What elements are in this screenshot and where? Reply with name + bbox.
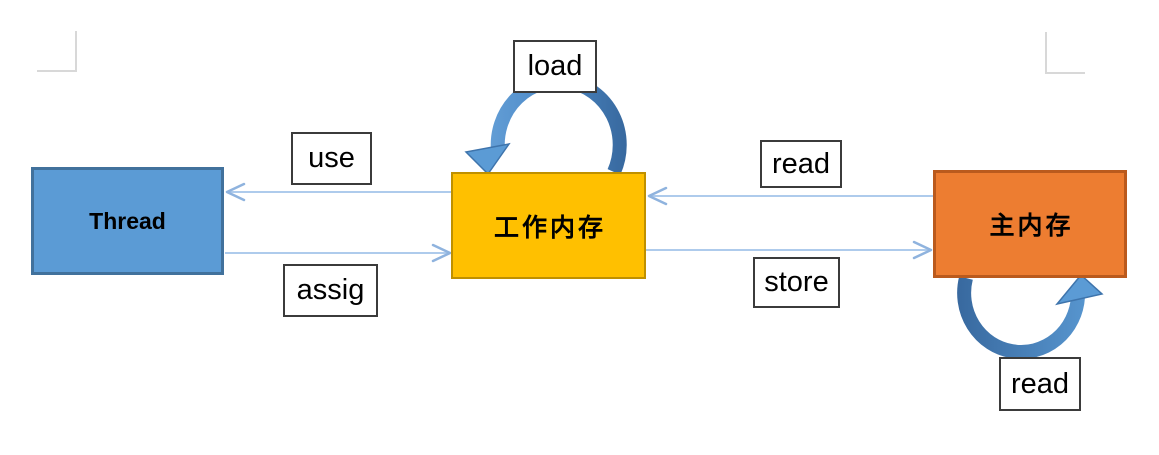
read-arrowhead-icon <box>647 186 668 206</box>
edge-label-store-text: store <box>764 266 829 298</box>
use-arrow <box>225 182 451 202</box>
edge-label-read-top-text: read <box>771 147 831 180</box>
edge-label-load-text: load <box>527 50 583 82</box>
node-thread: Thread <box>31 167 224 275</box>
edge-label-use-text: use <box>308 142 355 174</box>
read-arc-arrowhead-icon <box>1055 273 1104 306</box>
load-arc-arrow <box>464 73 627 176</box>
node-working-memory-label: 工作内存 <box>493 213 606 242</box>
edge-label-read-top: read <box>760 140 842 188</box>
page-corner-mark-top-right <box>1045 32 1085 74</box>
load-arc-arrowhead-icon <box>464 142 511 176</box>
node-thread-label: Thread <box>89 207 166 234</box>
node-working-memory: 工作内存 <box>451 172 646 279</box>
edge-label-assign: assig <box>283 264 378 317</box>
edge-label-assign-text: assig <box>296 274 365 306</box>
edge-label-read-bottom-text: read <box>1010 367 1070 400</box>
assign-arrow <box>225 243 452 263</box>
edge-label-store: store <box>753 257 840 308</box>
read-arrow <box>647 186 933 206</box>
edge-label-load: load <box>513 40 597 93</box>
edge-label-read-bottom: read <box>999 357 1081 411</box>
assign-arrowhead-icon <box>431 243 452 263</box>
node-main-memory: 主内存 <box>933 170 1127 278</box>
node-main-memory-label: 主内存 <box>989 212 1074 240</box>
page-corner-mark-top-left <box>37 31 77 72</box>
read-arc-arrow <box>957 273 1104 359</box>
store-arrowhead-icon <box>912 240 933 260</box>
store-arrow <box>646 240 933 260</box>
use-arrowhead-icon <box>225 182 246 202</box>
edge-label-use: use <box>291 132 372 185</box>
